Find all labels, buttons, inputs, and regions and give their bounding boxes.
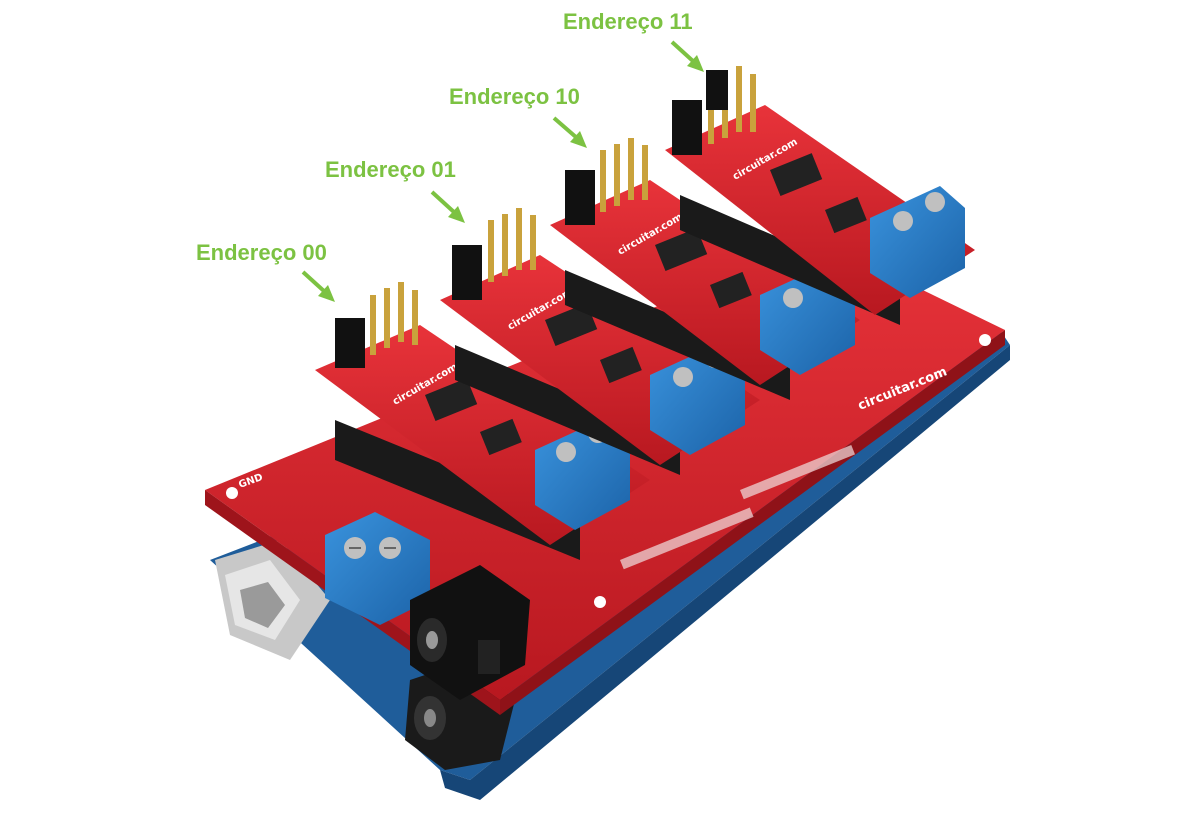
power-terminal-block <box>325 512 430 625</box>
arrow-01 <box>430 190 465 223</box>
address-label-10: Endereço 10 <box>449 84 580 109</box>
driver-module-00: circuitar.com <box>315 282 650 560</box>
module-11-terminal <box>870 186 965 298</box>
module-11-jumper-header <box>672 66 756 155</box>
address-label-01: Endereço 01 <box>325 157 456 182</box>
dc-jack-upper <box>410 565 530 700</box>
module-00-jumper-header <box>335 282 418 368</box>
arrow-11 <box>670 40 704 72</box>
module-10-jumper-header <box>565 138 648 225</box>
driver-module-11: circuitar.com <box>665 66 975 325</box>
arrow-00 <box>301 270 335 302</box>
driver-module-01: circuitar.com <box>440 208 760 475</box>
address-label-00: Endereço 00 <box>196 240 327 265</box>
module-01-jumper-header <box>452 208 536 300</box>
arrow-10 <box>552 116 587 148</box>
address-label-11: Endereço 11 <box>563 9 693 34</box>
